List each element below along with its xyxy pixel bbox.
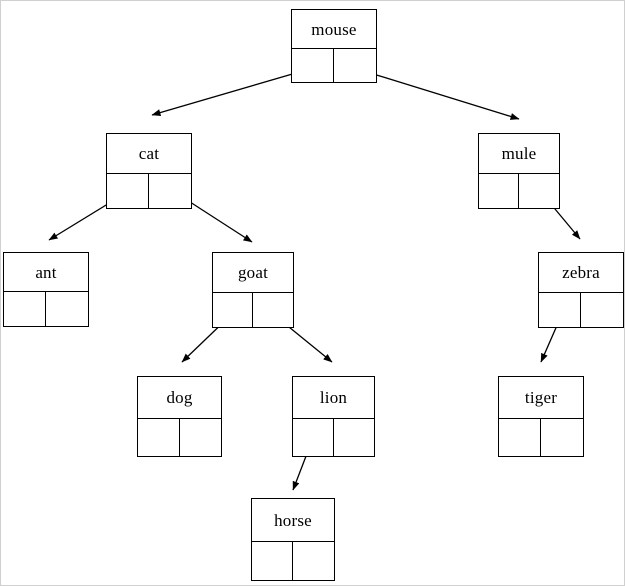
tree-node-left-pointer-mule[interactable]	[479, 174, 519, 208]
tree-node-dog[interactable]: dog	[137, 376, 222, 457]
tree-node-label-lion: lion	[319, 388, 348, 407]
tree-node-mule[interactable]: mule	[478, 133, 560, 209]
tree-node-label-dog: dog	[166, 388, 193, 407]
tree-node-right-pointer-mule[interactable]	[519, 174, 559, 208]
tree-node-left-pointer-goat[interactable]	[213, 293, 253, 327]
tree-edge-mouse-mule	[353, 67, 520, 120]
tree-node-left-pointer-lion[interactable]	[293, 419, 334, 456]
tree-node-pointers-goat	[213, 292, 293, 327]
tree-node-right-pointer-zebra[interactable]	[581, 293, 623, 327]
tree-node-right-pointer-cat[interactable]	[149, 174, 191, 208]
tree-node-left-pointer-ant[interactable]	[4, 292, 46, 326]
tree-node-left-pointer-mouse[interactable]	[292, 49, 334, 82]
tree-node-label-cat: cat	[138, 144, 160, 163]
tree-node-lion[interactable]: lion	[292, 376, 375, 457]
tree-node-left-pointer-cat[interactable]	[107, 174, 149, 208]
tree-node-pointers-cat	[107, 173, 191, 208]
tree-edge-mouse-cat	[151, 67, 314, 116]
tree-node-label-tiger: tiger	[524, 388, 558, 407]
tree-node-right-pointer-horse[interactable]	[293, 542, 334, 580]
tree-node-left-pointer-zebra[interactable]	[539, 293, 581, 327]
tree-node-cat[interactable]: cat	[106, 133, 192, 209]
tree-node-left-pointer-tiger[interactable]	[499, 419, 541, 456]
tree-node-pointers-zebra	[539, 292, 623, 327]
tree-node-right-pointer-dog[interactable]	[180, 419, 222, 456]
tree-node-label-goat: goat	[237, 263, 269, 282]
tree-node-right-pointer-tiger[interactable]	[541, 419, 583, 456]
tree-node-goat[interactable]: goat	[212, 252, 294, 328]
tree-node-pointers-lion	[293, 418, 374, 456]
tree-node-right-pointer-mouse[interactable]	[334, 49, 376, 82]
tree-node-pointers-mule	[479, 173, 559, 208]
tree-node-left-pointer-horse[interactable]	[252, 542, 293, 580]
tree-node-right-pointer-ant[interactable]	[46, 292, 88, 326]
tree-node-zebra[interactable]: zebra	[538, 252, 624, 328]
tree-node-label-horse: horse	[274, 510, 312, 530]
tree-node-horse[interactable]: horse	[251, 498, 335, 581]
tree-node-label-mouse: mouse	[311, 19, 357, 39]
tree-node-tiger[interactable]: tiger	[498, 376, 584, 457]
tree-node-right-pointer-lion[interactable]	[334, 419, 375, 456]
tree-node-pointers-tiger	[499, 418, 583, 456]
tree-node-pointers-dog	[138, 418, 221, 456]
tree-node-ant[interactable]: ant	[3, 252, 89, 327]
tree-node-pointers-ant	[4, 291, 88, 326]
tree-node-mouse[interactable]: mouse	[291, 9, 377, 83]
tree-node-left-pointer-dog[interactable]	[138, 419, 180, 456]
tree-node-pointers-mouse	[292, 48, 376, 82]
tree-node-label-zebra: zebra	[562, 263, 600, 282]
tree-node-pointers-horse	[252, 541, 334, 580]
tree-node-right-pointer-goat[interactable]	[253, 293, 293, 327]
tree-node-label-ant: ant	[35, 262, 57, 282]
tree-node-label-mule: mule	[501, 144, 537, 163]
